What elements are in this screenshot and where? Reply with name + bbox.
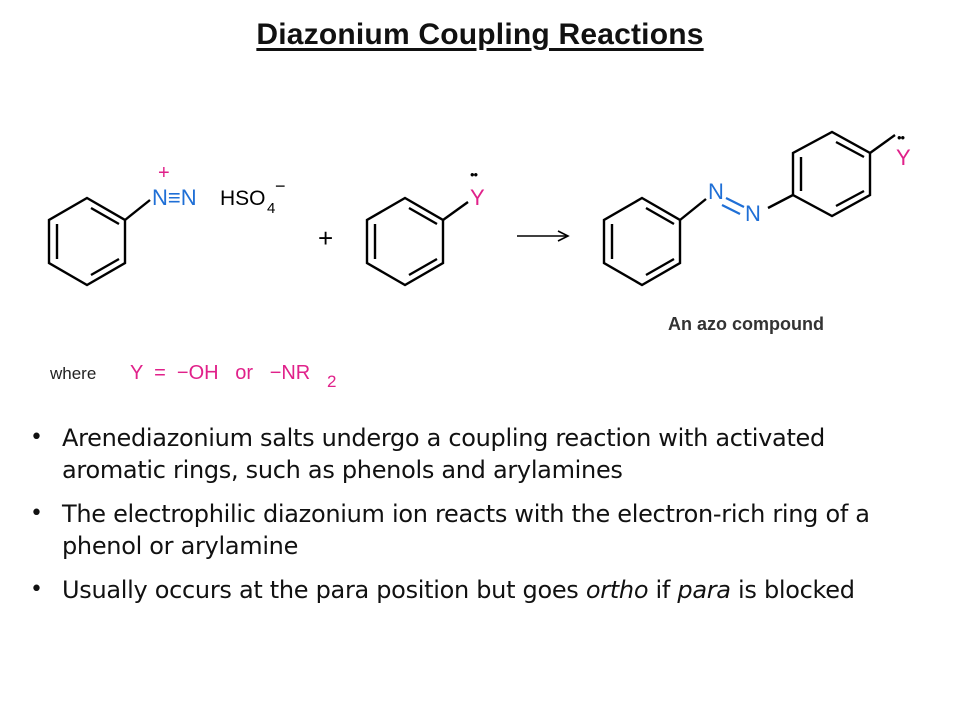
azo-nitrogen-1: N	[708, 179, 724, 204]
bullet-text-3c: is blocked	[730, 576, 855, 604]
diazonium-charge: +	[158, 162, 170, 184]
lone-pair-product: ••	[897, 130, 906, 145]
azo-double-bond	[721, 197, 745, 215]
bullet-italic-ortho: ortho	[585, 576, 649, 604]
bullet-text-3b: if	[648, 576, 678, 604]
diazonium-group: N≡N	[152, 185, 197, 210]
benzene-ring-reactant2	[365, 196, 469, 287]
bullet-item-2: • The electrophilic diazonium ion reacts…	[30, 498, 930, 562]
azo-nitrogen-2: N	[745, 201, 761, 226]
where-definition: Y = −OH or −NR	[130, 362, 310, 384]
benzene-ring-product-left	[602, 196, 707, 287]
bullet-item-1: • Arenediazonium salts undergo a couplin…	[30, 422, 930, 486]
slide-title: Diazonium Coupling Reactions	[256, 18, 704, 51]
reactant2-substituent: Y	[470, 185, 485, 210]
bullet-text-2: The electrophilic diazonium ion reacts w…	[62, 500, 870, 560]
bullet-glyph: •	[30, 425, 43, 450]
bullet-italic-para: para	[677, 576, 731, 604]
bullet-text-1: Arenediazonium salts undergo a coupling …	[62, 424, 825, 484]
plus-sign: +	[318, 223, 333, 253]
reaction-scheme: + N≡N HSO 4 − + •• Y N N •• Y	[47, 130, 911, 391]
reaction-arrow	[517, 230, 570, 242]
bullet-glyph: •	[30, 501, 43, 526]
where-word: where	[49, 364, 96, 383]
where-subscript: 2	[327, 372, 336, 391]
benzene-ring-reactant1	[47, 196, 151, 287]
bullet-text-3a: Usually occurs at the para position but …	[62, 576, 586, 604]
azo-to-ring-bond	[767, 193, 794, 210]
bullet-glyph: •	[30, 577, 43, 602]
product-substituent: Y	[896, 145, 911, 170]
benzene-ring-product-right	[791, 130, 896, 218]
lone-pair-reactant: ••	[470, 167, 479, 182]
counterion-charge: −	[275, 176, 286, 196]
counterion-subscript: 4	[267, 200, 275, 217]
bullet-list: • Arenediazonium salts undergo a couplin…	[30, 422, 930, 618]
product-label: An azo compound	[668, 314, 824, 334]
counterion: HSO	[220, 187, 266, 210]
bullet-item-3: • Usually occurs at the para position bu…	[30, 574, 930, 606]
